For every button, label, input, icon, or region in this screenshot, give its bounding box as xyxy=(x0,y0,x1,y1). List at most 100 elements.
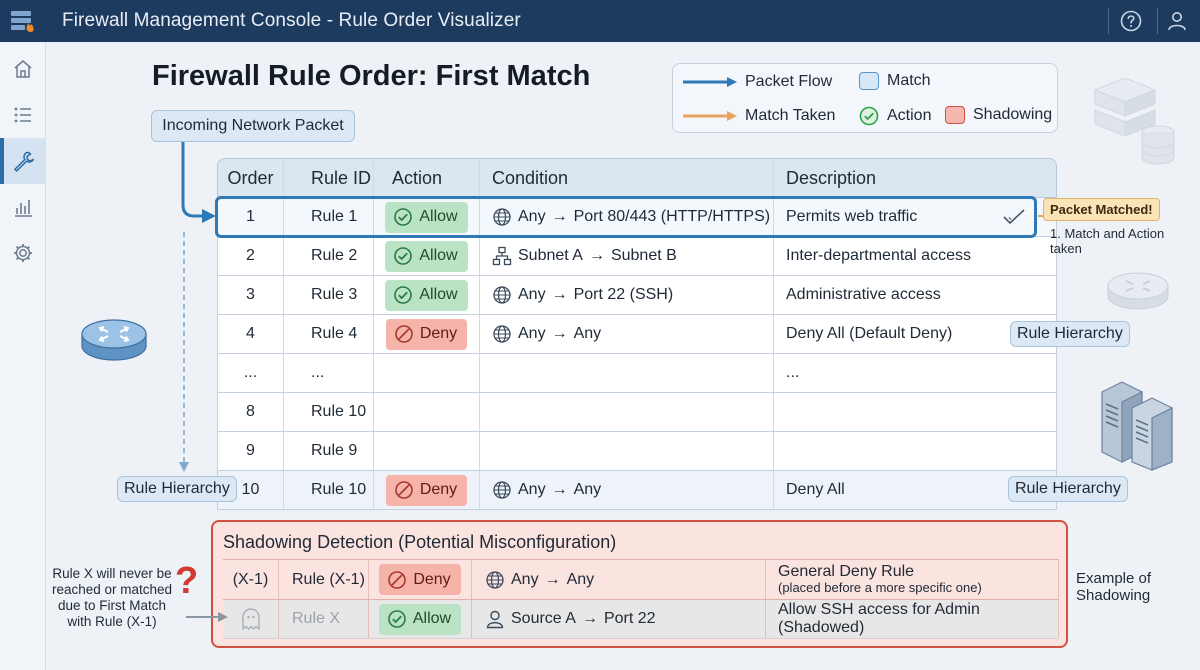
condition-destination: Any xyxy=(566,570,595,588)
description-text: Inter-departmental access xyxy=(786,247,971,264)
rule-hierarchy-label: Rule Hierarchy xyxy=(1008,476,1128,502)
title-bar: Firewall Management Console - Rule Order… xyxy=(0,0,1200,42)
shadowing-panel: Shadowing Detection (Potential Misconfig… xyxy=(211,520,1068,648)
cell-rule-id: ... xyxy=(284,354,374,392)
header-description: Description xyxy=(786,167,877,188)
allow-badge: Allow xyxy=(385,279,468,311)
condition-arrow: → xyxy=(544,570,561,588)
check-circle-icon xyxy=(859,106,879,126)
cell-rule-id: Rule 3 xyxy=(284,276,374,314)
description-sub: (placed before a more specific one) xyxy=(778,579,982,595)
condition-destination: Port 22 (SSH) xyxy=(573,286,674,303)
blue-arrow-icon xyxy=(683,77,737,87)
shadow-row[interactable]: (X-1) Rule (X-1) Deny Any → Any General … xyxy=(223,559,1059,599)
wrench-icon xyxy=(13,151,34,172)
sidebar-item-rules[interactable] xyxy=(0,138,46,184)
condition-arrow: → xyxy=(551,481,568,498)
legend-label: Match Taken xyxy=(745,107,836,124)
cell-action xyxy=(374,393,480,431)
shadowing-note: Rule X will never be reached or matched … xyxy=(51,566,173,629)
legend-action: Action xyxy=(859,106,931,126)
condition-source: Any xyxy=(518,286,546,303)
legend-label: Packet Flow xyxy=(745,73,833,90)
globe-icon xyxy=(486,570,504,589)
description-text: Deny All (Default Deny) xyxy=(786,325,953,342)
condition-source: Any xyxy=(518,208,546,225)
sidebar-item-settings[interactable] xyxy=(0,230,46,276)
condition-arrow: → xyxy=(551,286,568,303)
cell-description xyxy=(774,393,1056,431)
cell-rule-id: Rule 10 xyxy=(284,393,374,431)
sidebar-item-list[interactable] xyxy=(0,92,46,138)
example-of-shadowing-label: Example of Shadowing xyxy=(1076,570,1152,604)
condition-source: Any xyxy=(518,481,546,498)
cell-rule-id: Rule (X-1) xyxy=(279,560,369,599)
deny-badge: Deny xyxy=(379,564,461,595)
shadow-row-shadowed[interactable]: Rule X Allow Source A → Port 22 Allow SS… xyxy=(223,599,1059,639)
list-icon xyxy=(14,107,31,123)
cell-order xyxy=(223,600,279,638)
sidebar-item-home[interactable] xyxy=(0,46,46,92)
condition-destination: Any xyxy=(573,481,602,498)
condition-arrow: → xyxy=(588,247,605,264)
cell-condition: Any→Port 80/443 (HTTP/HTTPS) xyxy=(480,198,774,236)
cell-description: Permits web traffic xyxy=(774,198,1056,236)
cell-description xyxy=(774,432,1056,470)
action-label: Allow xyxy=(419,286,458,303)
cell-order: 3 xyxy=(218,276,284,314)
cell-order: 9 xyxy=(218,432,284,470)
deny-badge: Deny xyxy=(385,474,468,506)
cell-action: Deny xyxy=(374,471,480,509)
cell-condition: Any → Port 22 (SSH) xyxy=(480,276,774,314)
action-label: Deny xyxy=(413,570,451,588)
header-action: Action xyxy=(374,159,480,197)
orange-arrow-icon xyxy=(683,111,737,121)
cell-rule-id: Rule 1 xyxy=(284,198,374,236)
cell-description: Deny All (Default Deny) xyxy=(774,315,1056,353)
firewall-logo-icon xyxy=(11,11,34,32)
condition-source: Any xyxy=(518,325,546,342)
description-text: Administrative access xyxy=(786,286,941,303)
table-row[interactable]: ......... xyxy=(217,354,1057,393)
cell-action: Deny xyxy=(369,560,472,599)
cell-condition xyxy=(480,393,774,431)
check-circle-icon xyxy=(394,208,413,226)
cell-condition xyxy=(480,432,774,470)
check-circle-icon xyxy=(394,247,413,265)
router-icon xyxy=(81,319,147,361)
condition-arrow: → xyxy=(551,325,568,342)
deny-icon xyxy=(395,325,413,343)
sidebar-item-reports[interactable] xyxy=(0,184,46,230)
cell-order: 2 xyxy=(218,237,284,275)
cell-description: Inter-departmental access xyxy=(774,237,1056,275)
allow-badge: Allow xyxy=(385,201,468,233)
toolbar-divider xyxy=(1108,8,1109,34)
cell-condition: Source A → Port 22 xyxy=(472,600,766,638)
description-main: General Deny Rule xyxy=(778,562,915,580)
description-text: Permits web traffic xyxy=(786,208,918,225)
cell-condition: Any → Any xyxy=(472,560,766,599)
question-mark-icon: ? xyxy=(175,560,199,602)
cell-condition: Subnet A→Subnet B xyxy=(480,237,774,275)
condition-destination: Port 22 xyxy=(603,610,656,627)
table-header: Order Rule ID Action Condition Descripti… xyxy=(217,158,1057,198)
cell-rule-id: Rule 4 xyxy=(284,315,374,353)
header-rule-id: Rule ID xyxy=(284,159,374,197)
server-stack-icon xyxy=(1093,77,1175,165)
cell-action xyxy=(374,432,480,470)
cell-rule-id: Rule 2 xyxy=(284,237,374,275)
cell-action: Allow xyxy=(374,276,480,314)
user-icon[interactable] xyxy=(1165,9,1189,33)
help-icon[interactable] xyxy=(1119,9,1143,33)
server-tower-icon xyxy=(1101,381,1173,471)
cell-order: ... xyxy=(218,354,284,392)
chart-icon xyxy=(15,200,32,217)
cell-rule-id: Rule X xyxy=(279,600,369,638)
